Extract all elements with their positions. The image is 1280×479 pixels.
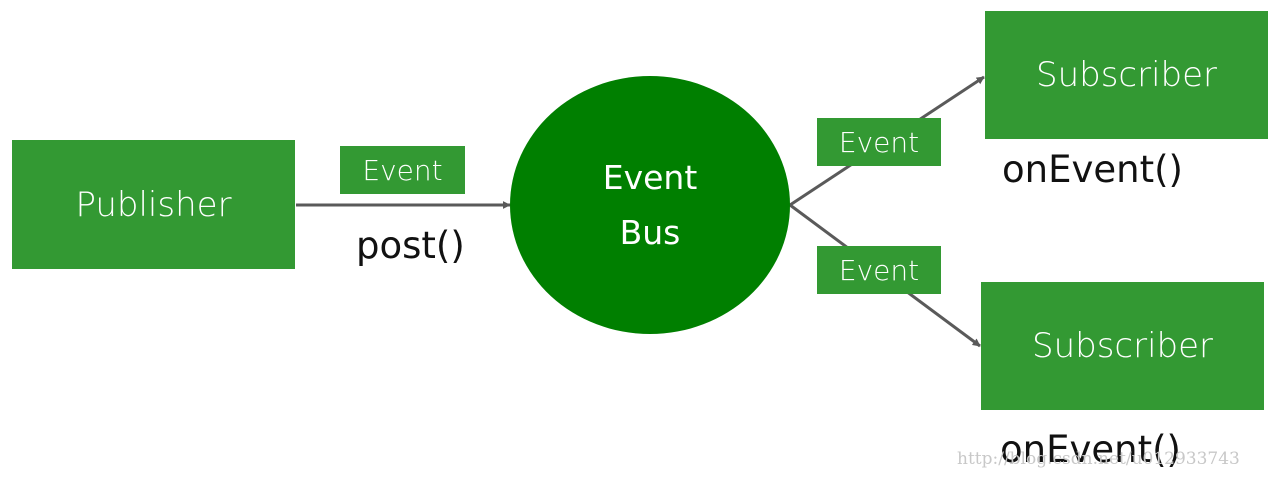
publisher-box: Publisher xyxy=(12,140,295,269)
subscriber-call-top: onEvent() xyxy=(1002,148,1183,191)
event-tag-label: Event xyxy=(838,125,920,159)
subscriber-box-top: Subscriber xyxy=(985,11,1268,139)
subscriber-label: Subscriber xyxy=(1031,326,1214,366)
subscriber-label: Subscriber xyxy=(1035,55,1218,95)
event-tag-subscriber-bottom: Event xyxy=(817,246,941,294)
subscriber-box-bottom: Subscriber xyxy=(981,282,1264,410)
event-tag-label: Event xyxy=(838,253,920,287)
event-bus-label-line1: Event xyxy=(602,158,698,197)
subscriber-call-bottom: onEvent() xyxy=(1000,428,1181,471)
publisher-call: post() xyxy=(356,224,465,267)
event-bus-circle: Event Bus xyxy=(510,76,790,334)
event-tag-label: Event xyxy=(362,153,443,187)
watermark-url: http://blog.csdn.net/u012933743 xyxy=(957,449,1240,469)
event-tag-subscriber-top: Event xyxy=(817,118,941,166)
event-tag-publish: Event xyxy=(340,146,465,194)
event-bus-label-line2: Bus xyxy=(619,213,681,252)
publisher-label: Publisher xyxy=(75,184,232,225)
